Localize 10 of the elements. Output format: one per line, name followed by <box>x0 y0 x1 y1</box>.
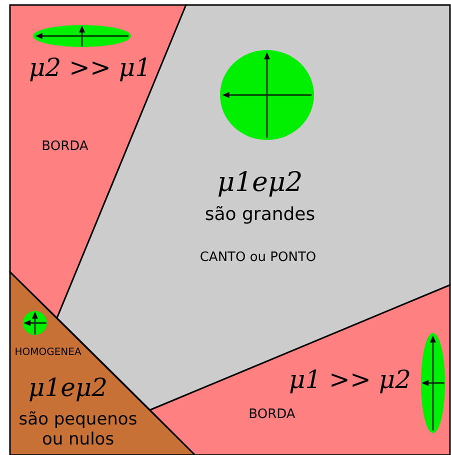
math-label: μ2 >> μ1 <box>28 53 152 83</box>
region-label: HOMOGENEA <box>14 347 82 359</box>
math-label: μ1 >> μ2 <box>288 365 412 395</box>
region-label: CANTO ou PONTO <box>200 250 316 266</box>
region-label: BORDA <box>248 407 296 423</box>
region-label: BORDA <box>42 139 88 155</box>
region-label: são pequenos ou nulos <box>18 410 138 450</box>
math-label: μ1eμ2 <box>217 166 303 200</box>
math-label: μ1eμ2 <box>28 373 108 403</box>
region-label: são grandes <box>204 204 316 226</box>
